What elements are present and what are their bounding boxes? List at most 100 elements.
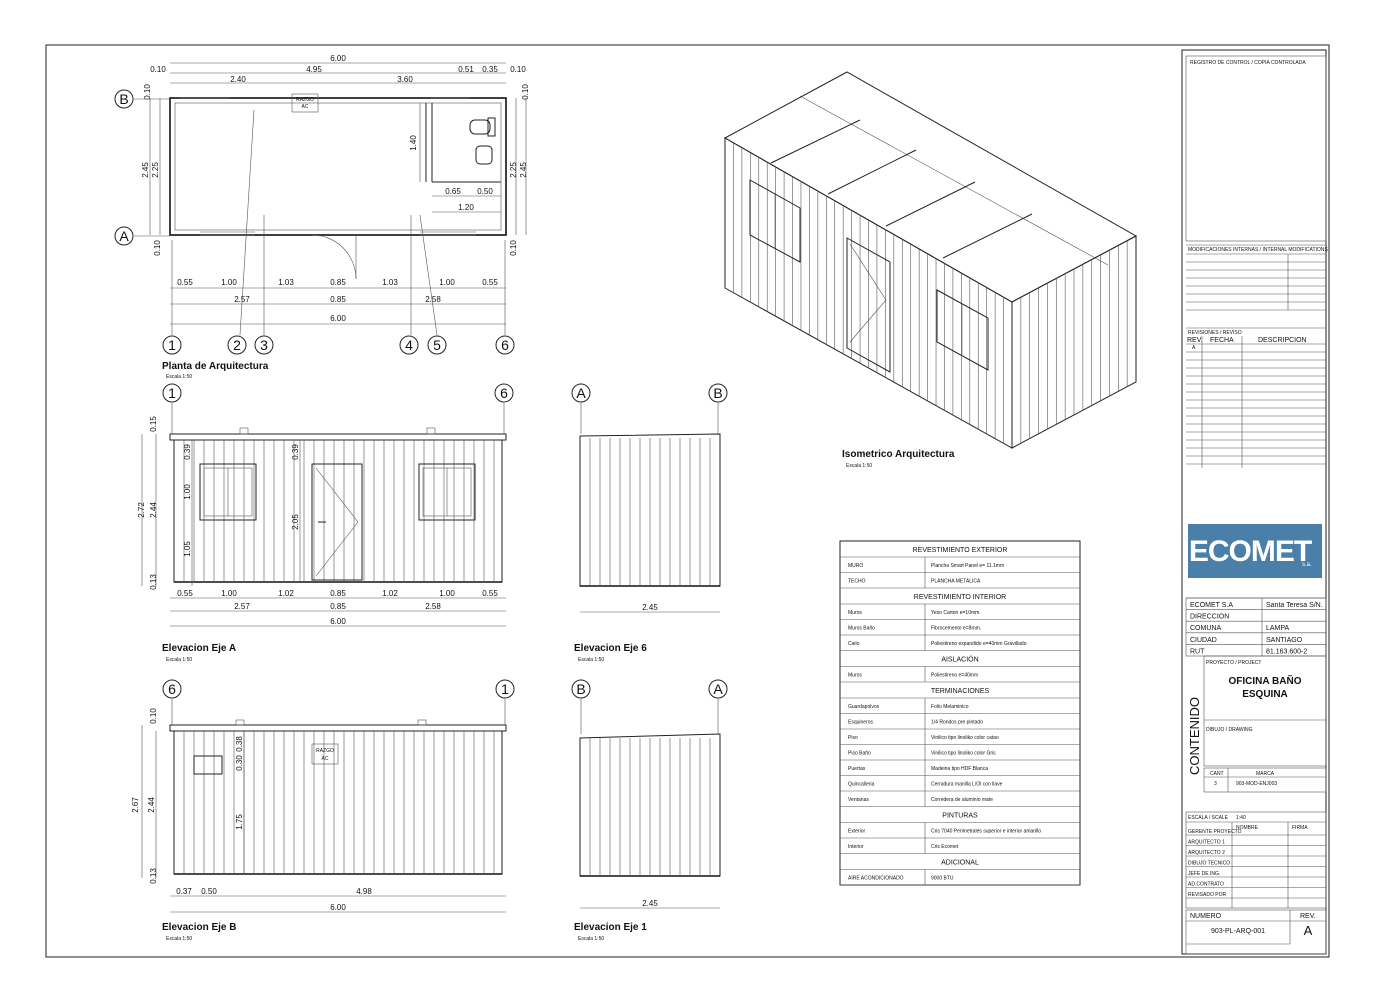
revisions-label: REVISIONES / REVISO [1188, 330, 1242, 336]
elevA-dim-bottom: 2.58 [425, 602, 441, 611]
spec-row-value: Vinilico tipo linoliko color catao [931, 735, 999, 741]
elevB-dim-bottom: 0.50 [201, 887, 217, 896]
project-label: PROYECTO / PROJECT [1206, 660, 1261, 666]
elevB-ac-box [311, 743, 339, 765]
plan-dim-right: 2.45 [519, 162, 528, 178]
elevB-ac-label: AC [322, 756, 329, 762]
spec-row-value: Yeso Carton e=10mm. [931, 610, 981, 616]
toilet-symbol [469, 119, 491, 135]
spec-row-label: Quincalleria [848, 782, 875, 788]
company-field-label: COMUNA [1190, 625, 1221, 632]
bath-dim: 0.50 [477, 187, 493, 196]
spec-row-label: Muros [848, 673, 862, 679]
plan-dim-top: 3.60 [397, 75, 413, 84]
company-field-label: DIRECCION [1190, 614, 1229, 621]
elevB-dim-bottom: 0.37 [176, 887, 192, 896]
spec-section-header: TERMINACIONES [931, 688, 990, 695]
ac-label-2: AC [302, 104, 309, 110]
elev1-dim: 2.45 [642, 899, 658, 908]
company-field-label: ECOMET S.A [1190, 602, 1233, 609]
elevA-dim-bottom: 0.85 [330, 602, 346, 611]
svg-text:6: 6 [500, 385, 508, 401]
plan-outline [169, 97, 507, 236]
elevA-dim-bottom: 0.55 [177, 589, 193, 598]
elevA-door [311, 463, 363, 581]
spec-row-value: PLANCHA METALICA [931, 579, 981, 585]
sheet-border [45, 44, 1330, 958]
plan-dim-bottom: 0.55 [177, 278, 193, 287]
spec-row-label: Esquineros [848, 720, 874, 726]
elev6-scale: Escala 1:50 [578, 657, 604, 663]
plan-dim-right: 0.10 [521, 84, 530, 100]
elevA-dim-bottom: 1.00 [439, 589, 455, 598]
floor-plan: RAZGO AC 6.00 0.10 4.95 0.51 0.35 0.10 2… [114, 54, 530, 380]
svg-text:A: A [576, 385, 586, 401]
elevB-dim: 0.10 [149, 708, 158, 724]
elevation-axis-6: 2.45 A B Elevacion Eje 6 Escala 1:50 [571, 383, 728, 663]
axis-bubble: B [114, 89, 134, 109]
elevB-dim-bottom: 6.00 [330, 903, 346, 912]
elevA-dim-bottom: 6.00 [330, 617, 346, 626]
iso-side-wall [1011, 235, 1137, 449]
plan-dim-left: 2.45 [141, 162, 150, 178]
bath-dim: 1.40 [409, 135, 418, 151]
role-label: REVISADO POR [1188, 892, 1226, 898]
rev-col: FECHA [1210, 337, 1234, 344]
svg-text:A: A [713, 681, 723, 697]
logo-text: ECOMET [1189, 535, 1312, 568]
spec-row-value: Vinilico tipo linoliko color Gris [931, 751, 996, 757]
spec-row-value: Cris 7040 Perimetrales superior e interi… [931, 829, 1041, 835]
title-block: REGISTRO DE CONTROL / COPIA CONTROLADA M… [1181, 49, 1328, 955]
svg-text:1: 1 [168, 337, 176, 353]
spec-row-label: Interior [848, 844, 864, 850]
axis-bubble: 6 [162, 679, 182, 699]
firma-label: FIRMA [1292, 825, 1308, 831]
plan-scale: Escala 1:50 [166, 374, 192, 380]
elev6-dim: 2.45 [642, 603, 658, 612]
company-field-label: RUT [1190, 648, 1205, 655]
role-label: ARQUITECTO 2 [1188, 850, 1225, 856]
role-label: JEFE DE ING. [1188, 871, 1220, 877]
elevB-dim-bottom: 4.98 [356, 887, 372, 896]
plan-dim-left: 0.10 [153, 240, 162, 256]
elev1-title: Elevacion Eje 1 [574, 922, 647, 933]
cant-label: CANT [1210, 771, 1224, 777]
elevA-dim: 0.15 [149, 416, 158, 432]
spec-row-label: TECHO [848, 579, 866, 585]
elevB-scale: Escala 1:50 [166, 936, 192, 942]
ecomet-logo [1188, 524, 1322, 578]
spec-row-label: Piso Baño [848, 751, 871, 757]
elevB-ac-label: RAZGO [316, 748, 334, 754]
svg-text:2: 2 [233, 337, 241, 353]
numero-label: NUMERO [1190, 913, 1222, 920]
spec-row-value: Poliestireno e=40mm [931, 673, 978, 679]
spec-row-label: Puertas [848, 766, 866, 772]
plan-dim-bottom: 2.58 [425, 295, 441, 304]
spec-section-header: AISLACIÓN [941, 655, 978, 664]
axis-bubble: 1 [162, 335, 182, 355]
svg-text:B: B [713, 385, 722, 401]
plan-dim-top: 0.10 [150, 65, 166, 74]
spec-row-label: Piso [848, 735, 858, 741]
elevA-title: Elevacion Eje A [162, 643, 236, 654]
elevation-axis-b: RAZGO AC 0.10 2.67 2.44 0.13 0.30 0.38 1… [131, 679, 515, 942]
nombre-label: NOMBRE [1236, 825, 1259, 831]
project-name-2: ESQUINA [1242, 689, 1288, 700]
elevA-dim: 2.44 [149, 502, 158, 518]
iso-scale: Escala 1:50 [846, 463, 872, 469]
ac-box [291, 93, 319, 113]
axis-bubble: A [114, 226, 134, 246]
axis-bubble: B [708, 383, 728, 403]
axis-bubble: 3 [254, 335, 274, 355]
drawing-label: DIBUJO / DRAWING [1206, 727, 1253, 733]
elevA-dim-bottom: 1.02 [382, 589, 398, 598]
spec-row-label: AIRE ACONDICIONADO [848, 876, 904, 882]
elevB-dim: 1.75 [235, 814, 244, 830]
plan-title: Planta de Arquitectura [162, 361, 269, 372]
spec-row-value: Folio Melaminico [931, 704, 969, 710]
svg-text:4: 4 [405, 337, 413, 353]
bath-dim: 1.20 [458, 203, 474, 212]
svg-text:6: 6 [168, 681, 176, 697]
control-label: REGISTRO DE CONTROL / COPIA CONTROLADA [1190, 60, 1306, 66]
